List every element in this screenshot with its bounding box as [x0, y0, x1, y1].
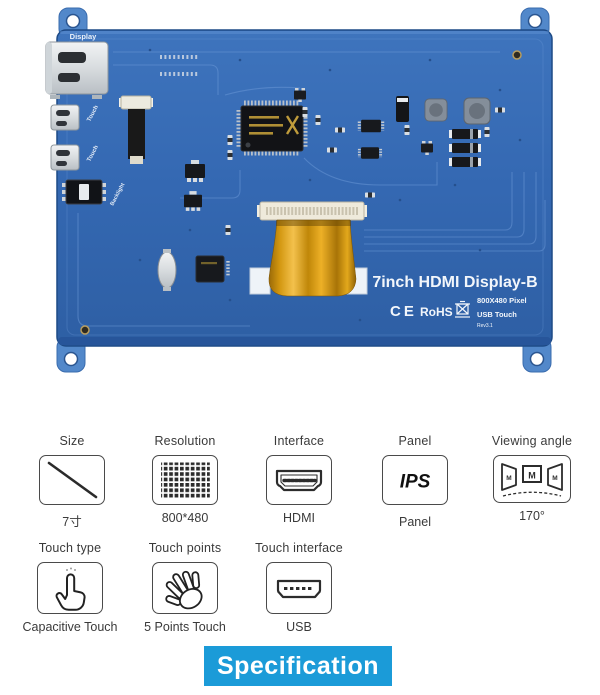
size-diagonal-icon	[47, 461, 98, 499]
spec-title: Touch interface	[255, 541, 343, 555]
spec-item-viewing-angle: Viewing angle M M M 170°	[466, 434, 598, 523]
spec-caption: Panel	[399, 515, 431, 529]
angle-m-left: M	[506, 475, 511, 482]
mount-hole-bottom-right	[529, 351, 545, 367]
display-fpc-cable	[249, 201, 368, 297]
spec-title: Resolution	[154, 434, 216, 448]
hdmi-display-port: Display	[45, 32, 198, 99]
spec-caption: 800*480	[161, 511, 209, 525]
micro-usb-icon	[276, 579, 322, 599]
mount-hole-bottom-left	[63, 351, 79, 367]
five-finger-hand-icon	[165, 570, 203, 610]
ce-mark: CE	[390, 303, 417, 320]
mount-hole-top-right	[527, 13, 543, 29]
smd-components	[184, 88, 505, 253]
hdmi-connector-icon	[275, 469, 323, 492]
spec-caption: Capacitive Touch	[22, 620, 118, 634]
screw-top-right	[512, 50, 522, 60]
spec-icon-box	[266, 562, 332, 614]
pixel-grid-icon	[161, 462, 210, 498]
spec-item-interface: Interface HDMI	[233, 434, 365, 525]
touch-usb-port-2: Touch	[50, 144, 100, 171]
angle-m-right: M	[552, 475, 557, 482]
spec-title: Size	[59, 434, 85, 448]
display-port-label: Display	[70, 32, 98, 41]
silkscreen-text-block: 7inch HDMI Display-B CE RoHS 800X480 Pix…	[372, 274, 537, 329]
spec-caption: 5 Points Touch	[144, 620, 226, 634]
spec-icon-box	[266, 455, 332, 505]
chip-logo	[285, 115, 300, 135]
pixel-spec: 800X480 Pixel	[477, 296, 527, 305]
spec-caption: 7寸	[62, 515, 82, 529]
spec-icon-box	[39, 455, 105, 505]
ips-panel-icon: IPS	[400, 472, 431, 493]
crystal-oscillator	[157, 249, 177, 291]
spec-title: Touch type	[38, 541, 102, 555]
pcb-board-svg: Display Touch Touch Backlight	[45, 7, 553, 373]
spec-title: Viewing angle	[491, 434, 573, 448]
spec-item-panel: Panel IPS Panel	[349, 434, 481, 529]
usb-touch-spec: USB Touch	[477, 310, 517, 319]
screw-bottom-left	[80, 325, 90, 335]
pcb-vias	[138, 48, 522, 322]
mount-hole-top-left	[65, 13, 81, 29]
spec-icon-box: IPS	[382, 455, 448, 505]
touch-controller-chip	[195, 255, 230, 283]
rohs-mark: RoHS	[420, 305, 453, 319]
ips-text: IPS	[400, 472, 431, 493]
driver-chip	[236, 100, 308, 156]
angle-m-center: M	[528, 471, 536, 481]
touch-fpc-connector	[119, 95, 153, 164]
pcb-product-photo: Display Touch Touch Backlight	[45, 7, 553, 373]
spec-item-resolution: Resolution 800*480	[119, 434, 251, 525]
rev-label: Rev3.1	[477, 323, 493, 329]
spec-caption: USB	[286, 620, 312, 634]
pcb-bottom-edge	[58, 337, 551, 345]
viewing-angle-icon: M M M	[501, 463, 563, 497]
specification-button[interactable]: Specification	[204, 646, 392, 686]
spec-title: Panel	[398, 434, 432, 448]
spec-caption: HDMI	[283, 511, 315, 525]
spec-item-touch-points: Touch points 5 Points Touch	[119, 541, 251, 634]
pointing-hand-icon	[55, 567, 86, 611]
spec-caption: 170°	[519, 509, 545, 523]
spec-title: Touch points	[148, 541, 222, 555]
spec-icon-box	[37, 562, 103, 614]
spec-item-touch-type: Touch type Capacitive Touch	[4, 541, 136, 634]
board-title: 7inch HDMI Display-B	[372, 274, 537, 291]
spec-icon-box	[152, 455, 218, 505]
spec-icon-box	[152, 562, 218, 614]
weee-bin-icon	[455, 300, 470, 318]
spec-title: Interface	[273, 434, 325, 448]
spec-item-size: Size 7寸	[6, 434, 138, 530]
spec-item-touch-interface: Touch interface USB	[233, 541, 365, 634]
spec-icon-box: M M M	[493, 455, 571, 503]
